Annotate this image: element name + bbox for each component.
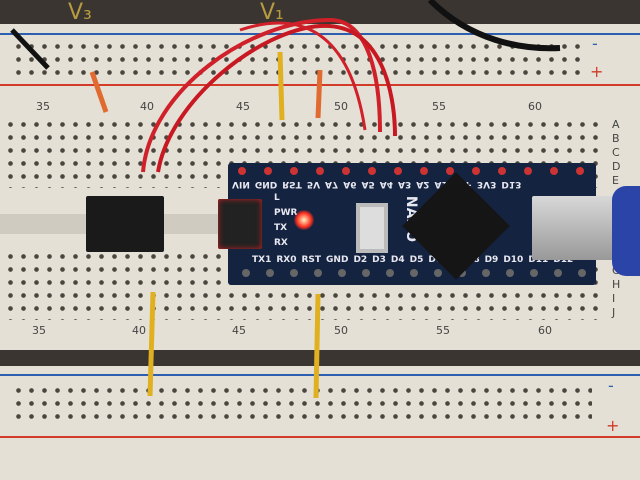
- black-wire: [10, 28, 50, 70]
- row-letter: A: [612, 118, 620, 131]
- header-pin: [434, 269, 442, 277]
- pin-label: D11: [528, 255, 549, 265]
- pin-label: GND: [326, 255, 349, 265]
- header-pin: [550, 167, 558, 175]
- top-pin-row: [238, 167, 584, 175]
- rail-gap: [0, 350, 640, 366]
- power-led-glow: [294, 210, 314, 230]
- col-num: 50: [334, 100, 348, 113]
- header-pin: [342, 167, 350, 175]
- header-pin: [578, 269, 586, 277]
- col-num: 35: [36, 100, 50, 113]
- yellow-wire: [277, 51, 285, 121]
- header-pin: [316, 167, 324, 175]
- label-v1: V₁: [260, 0, 284, 25]
- col-num: 50: [334, 324, 348, 337]
- header-pin: [410, 269, 418, 277]
- power-rail-bottom: [12, 384, 592, 420]
- header-pin: [386, 269, 394, 277]
- rail-minus-bottom: -: [608, 376, 614, 395]
- red-wire: [141, 17, 382, 173]
- power-rail-top: [12, 40, 582, 76]
- row-letter: C: [612, 146, 620, 159]
- pin-label: D5: [409, 255, 424, 265]
- col-num: 40: [132, 324, 146, 337]
- led-label-rx: RX: [274, 238, 288, 248]
- header-pin: [446, 167, 454, 175]
- rail-plus-bottom: +: [606, 416, 620, 435]
- bottom-pin-row: [242, 269, 586, 277]
- pin-label: D3: [372, 255, 386, 265]
- header-pin: [314, 269, 322, 277]
- pin-label: D2: [353, 255, 368, 265]
- label-v3: V₃: [68, 0, 92, 25]
- header-pin: [394, 167, 402, 175]
- pin-label: D4: [390, 255, 405, 265]
- led-labels: L PWR TX RX: [274, 193, 297, 249]
- col-num: 55: [436, 324, 450, 337]
- dip8-ic-chip: [86, 196, 164, 252]
- header-pin: [290, 269, 298, 277]
- background-labels: V₃ V₁: [60, 0, 360, 26]
- header-pin: [530, 269, 538, 277]
- red-wire: [239, 21, 367, 131]
- row-letter: I: [612, 292, 616, 305]
- icsp-header: [218, 199, 262, 249]
- header-pin: [290, 167, 298, 175]
- header-pin: [524, 167, 532, 175]
- rail-plus-top: +: [590, 62, 604, 81]
- row-letter: B: [612, 132, 620, 145]
- header-pin: [472, 167, 480, 175]
- header-pin: [420, 167, 428, 175]
- black-wire: [427, 0, 561, 52]
- led-label-pwr: PWR: [274, 208, 298, 218]
- header-pin: [368, 167, 376, 175]
- red-wire: [156, 23, 397, 173]
- pin-label: RX0: [276, 255, 297, 265]
- col-num: 60: [538, 324, 552, 337]
- row-letter: E: [612, 174, 619, 187]
- mini-usb-connector: [532, 196, 616, 260]
- pin-label: RST: [301, 255, 322, 265]
- header-pin: [242, 269, 250, 277]
- row-letter: J: [612, 306, 616, 319]
- pin-label: TX1: [252, 255, 272, 265]
- col-num: 35: [32, 324, 46, 337]
- rail-minus-top: -: [592, 34, 598, 53]
- header-pin: [362, 269, 370, 277]
- col-num: 45: [236, 100, 250, 113]
- rail-line-blue-bottom: [0, 374, 640, 376]
- header-pin: [498, 167, 506, 175]
- pin-label: D10: [503, 255, 524, 265]
- header-pin: [506, 269, 514, 277]
- orange-wire: [315, 69, 323, 119]
- col-num: 55: [432, 100, 446, 113]
- led-label-tx: TX: [274, 223, 288, 233]
- yellow-wire: [313, 293, 321, 399]
- header-pin: [266, 269, 274, 277]
- reset-button[interactable]: [356, 203, 388, 253]
- row-letter: D: [612, 160, 621, 173]
- led-label-l: L: [274, 193, 280, 203]
- header-pin: [482, 269, 490, 277]
- pin-label: D6: [428, 255, 443, 265]
- col-num: 40: [140, 100, 154, 113]
- rail-line-red-bottom: [0, 436, 640, 438]
- pin-label: D9: [484, 255, 499, 265]
- orange-wire: [89, 71, 109, 113]
- row-letter: H: [612, 278, 621, 291]
- header-pin: [576, 167, 584, 175]
- header-pin: [238, 167, 246, 175]
- header-pin: [554, 269, 562, 277]
- header-pin: [264, 167, 272, 175]
- col-num: 60: [528, 100, 542, 113]
- pin-label: D12: [553, 255, 574, 265]
- header-pin: [338, 269, 346, 277]
- col-num: 45: [232, 324, 246, 337]
- yellow-wire: [147, 291, 156, 397]
- usb-cable: [612, 186, 640, 276]
